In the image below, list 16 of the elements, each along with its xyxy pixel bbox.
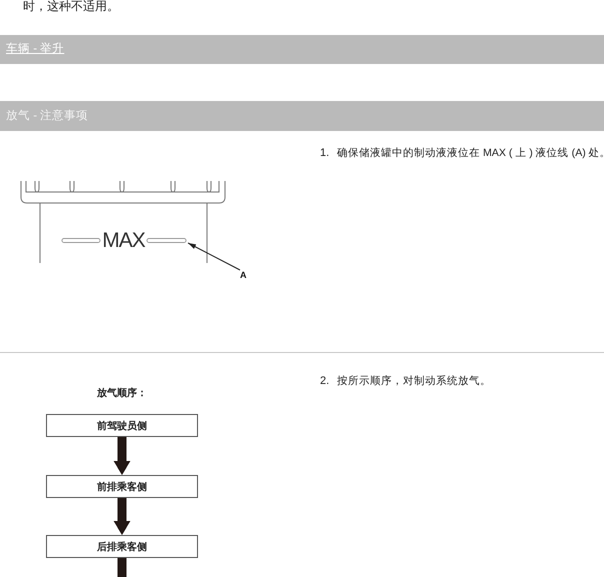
body-text: 时，这种不适用。 (23, 0, 119, 13)
process-box: 后排乘客侧 (46, 535, 198, 558)
step-number: 2. (320, 374, 330, 388)
step-text: 按所示顺序，对制动系统放气。 (337, 374, 491, 388)
process-box: 前排乘客侧 (46, 475, 198, 498)
callout-letter: A (240, 269, 246, 281)
arrow (114, 498, 130, 535)
step-number: 1. (320, 146, 330, 160)
section-title: 放气 - 注意事项 (6, 109, 88, 123)
arrow (114, 437, 130, 475)
level-mark: MAX (101, 230, 146, 251)
sequence-title: 放气顺序： (97, 387, 147, 400)
leader-line (188, 242, 240, 270)
section-link: 车辆 - 举升 (6, 42, 64, 56)
process-box: 前驾驶员侧 (46, 414, 198, 437)
step-text: 确保储液罐中的制动液液位在 MAX ( 上 ) 液位线 (A) 处。 (337, 146, 604, 160)
